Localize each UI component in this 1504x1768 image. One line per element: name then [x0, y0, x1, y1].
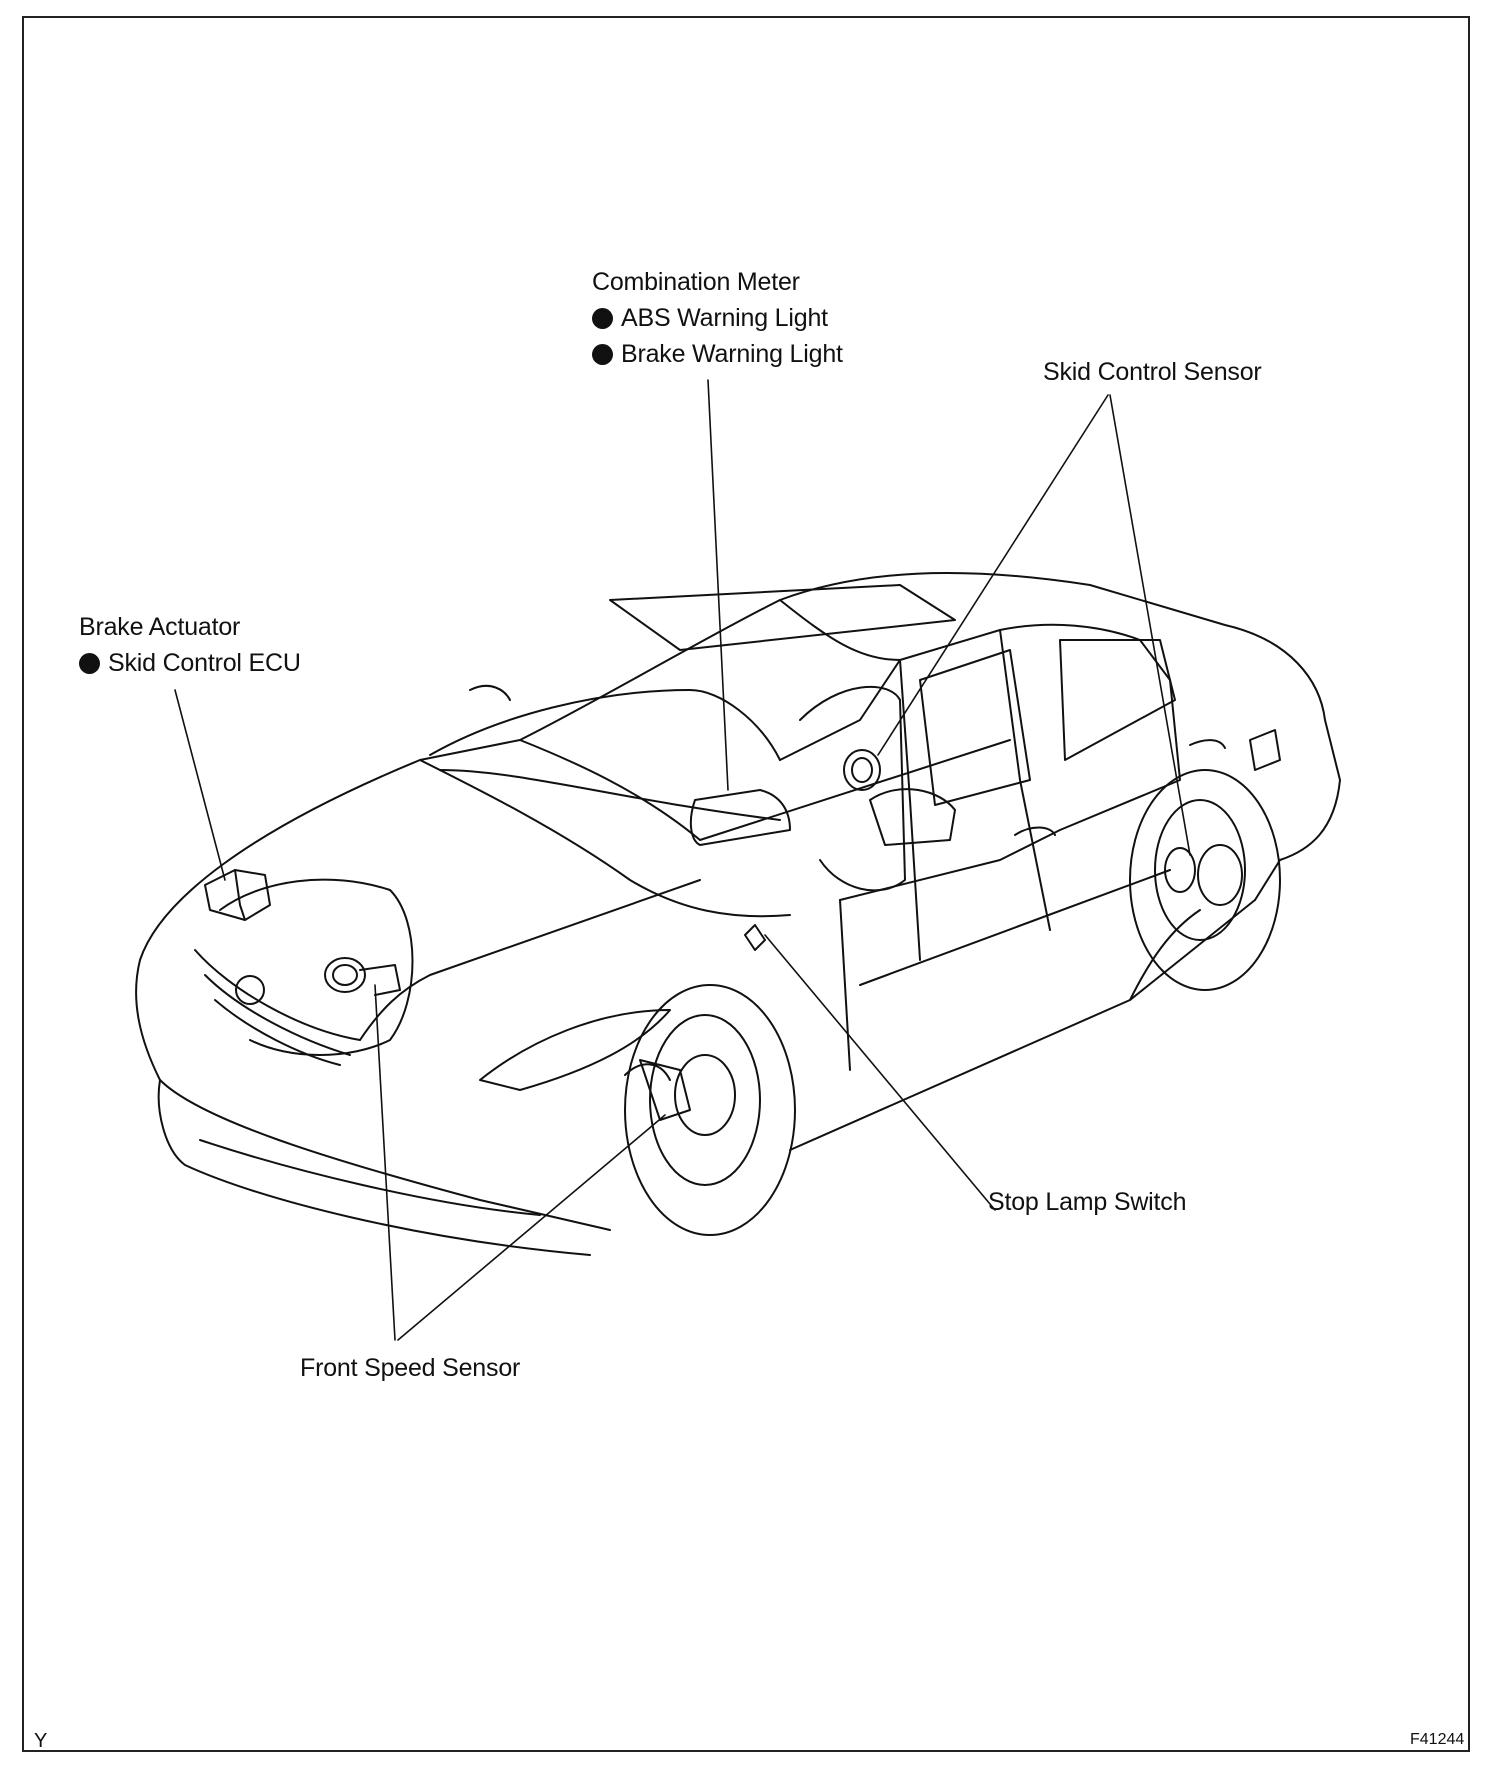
- bullet-icon: [79, 653, 100, 674]
- leader-stop-lamp-switch: [764, 934, 996, 1211]
- leader-skid-sensor-left: [877, 394, 1109, 756]
- leader-combination-meter: [707, 379, 729, 791]
- front-speed-sensor-label: Front Speed Sensor: [300, 1354, 521, 1382]
- brake-actuator-title: Brake Actuator: [79, 613, 241, 641]
- skid-control-ecu-item: Skid Control ECU: [79, 645, 301, 681]
- stop-lamp-switch-label: Stop Lamp Switch: [988, 1188, 1187, 1216]
- leader-skid-sensor-right: [1109, 394, 1191, 856]
- leader-lines: [174, 379, 1191, 1341]
- leader-brake-actuator: [174, 689, 226, 881]
- figure-code: F41244: [1410, 1731, 1465, 1748]
- leader-front-sensor-2: [397, 1114, 666, 1341]
- diagram-frame: [22, 16, 1470, 1752]
- bullet-icon: [592, 344, 613, 365]
- brake-actuator-label: Brake Actuator Skid Control ECU: [79, 609, 301, 681]
- bullet-icon: [592, 308, 613, 329]
- corner-mark-left: Y: [34, 1730, 48, 1752]
- skid-control-sensor-label: Skid Control Sensor: [1043, 358, 1262, 386]
- leader-front-sensor-1: [374, 984, 396, 1341]
- combination-meter-label: Combination Meter ABS Warning Light Brak…: [592, 264, 843, 372]
- combination-meter-title: Combination Meter: [592, 268, 800, 296]
- brake-warning-light-item: Brake Warning Light: [592, 336, 843, 372]
- abs-warning-light-item: ABS Warning Light: [592, 300, 843, 336]
